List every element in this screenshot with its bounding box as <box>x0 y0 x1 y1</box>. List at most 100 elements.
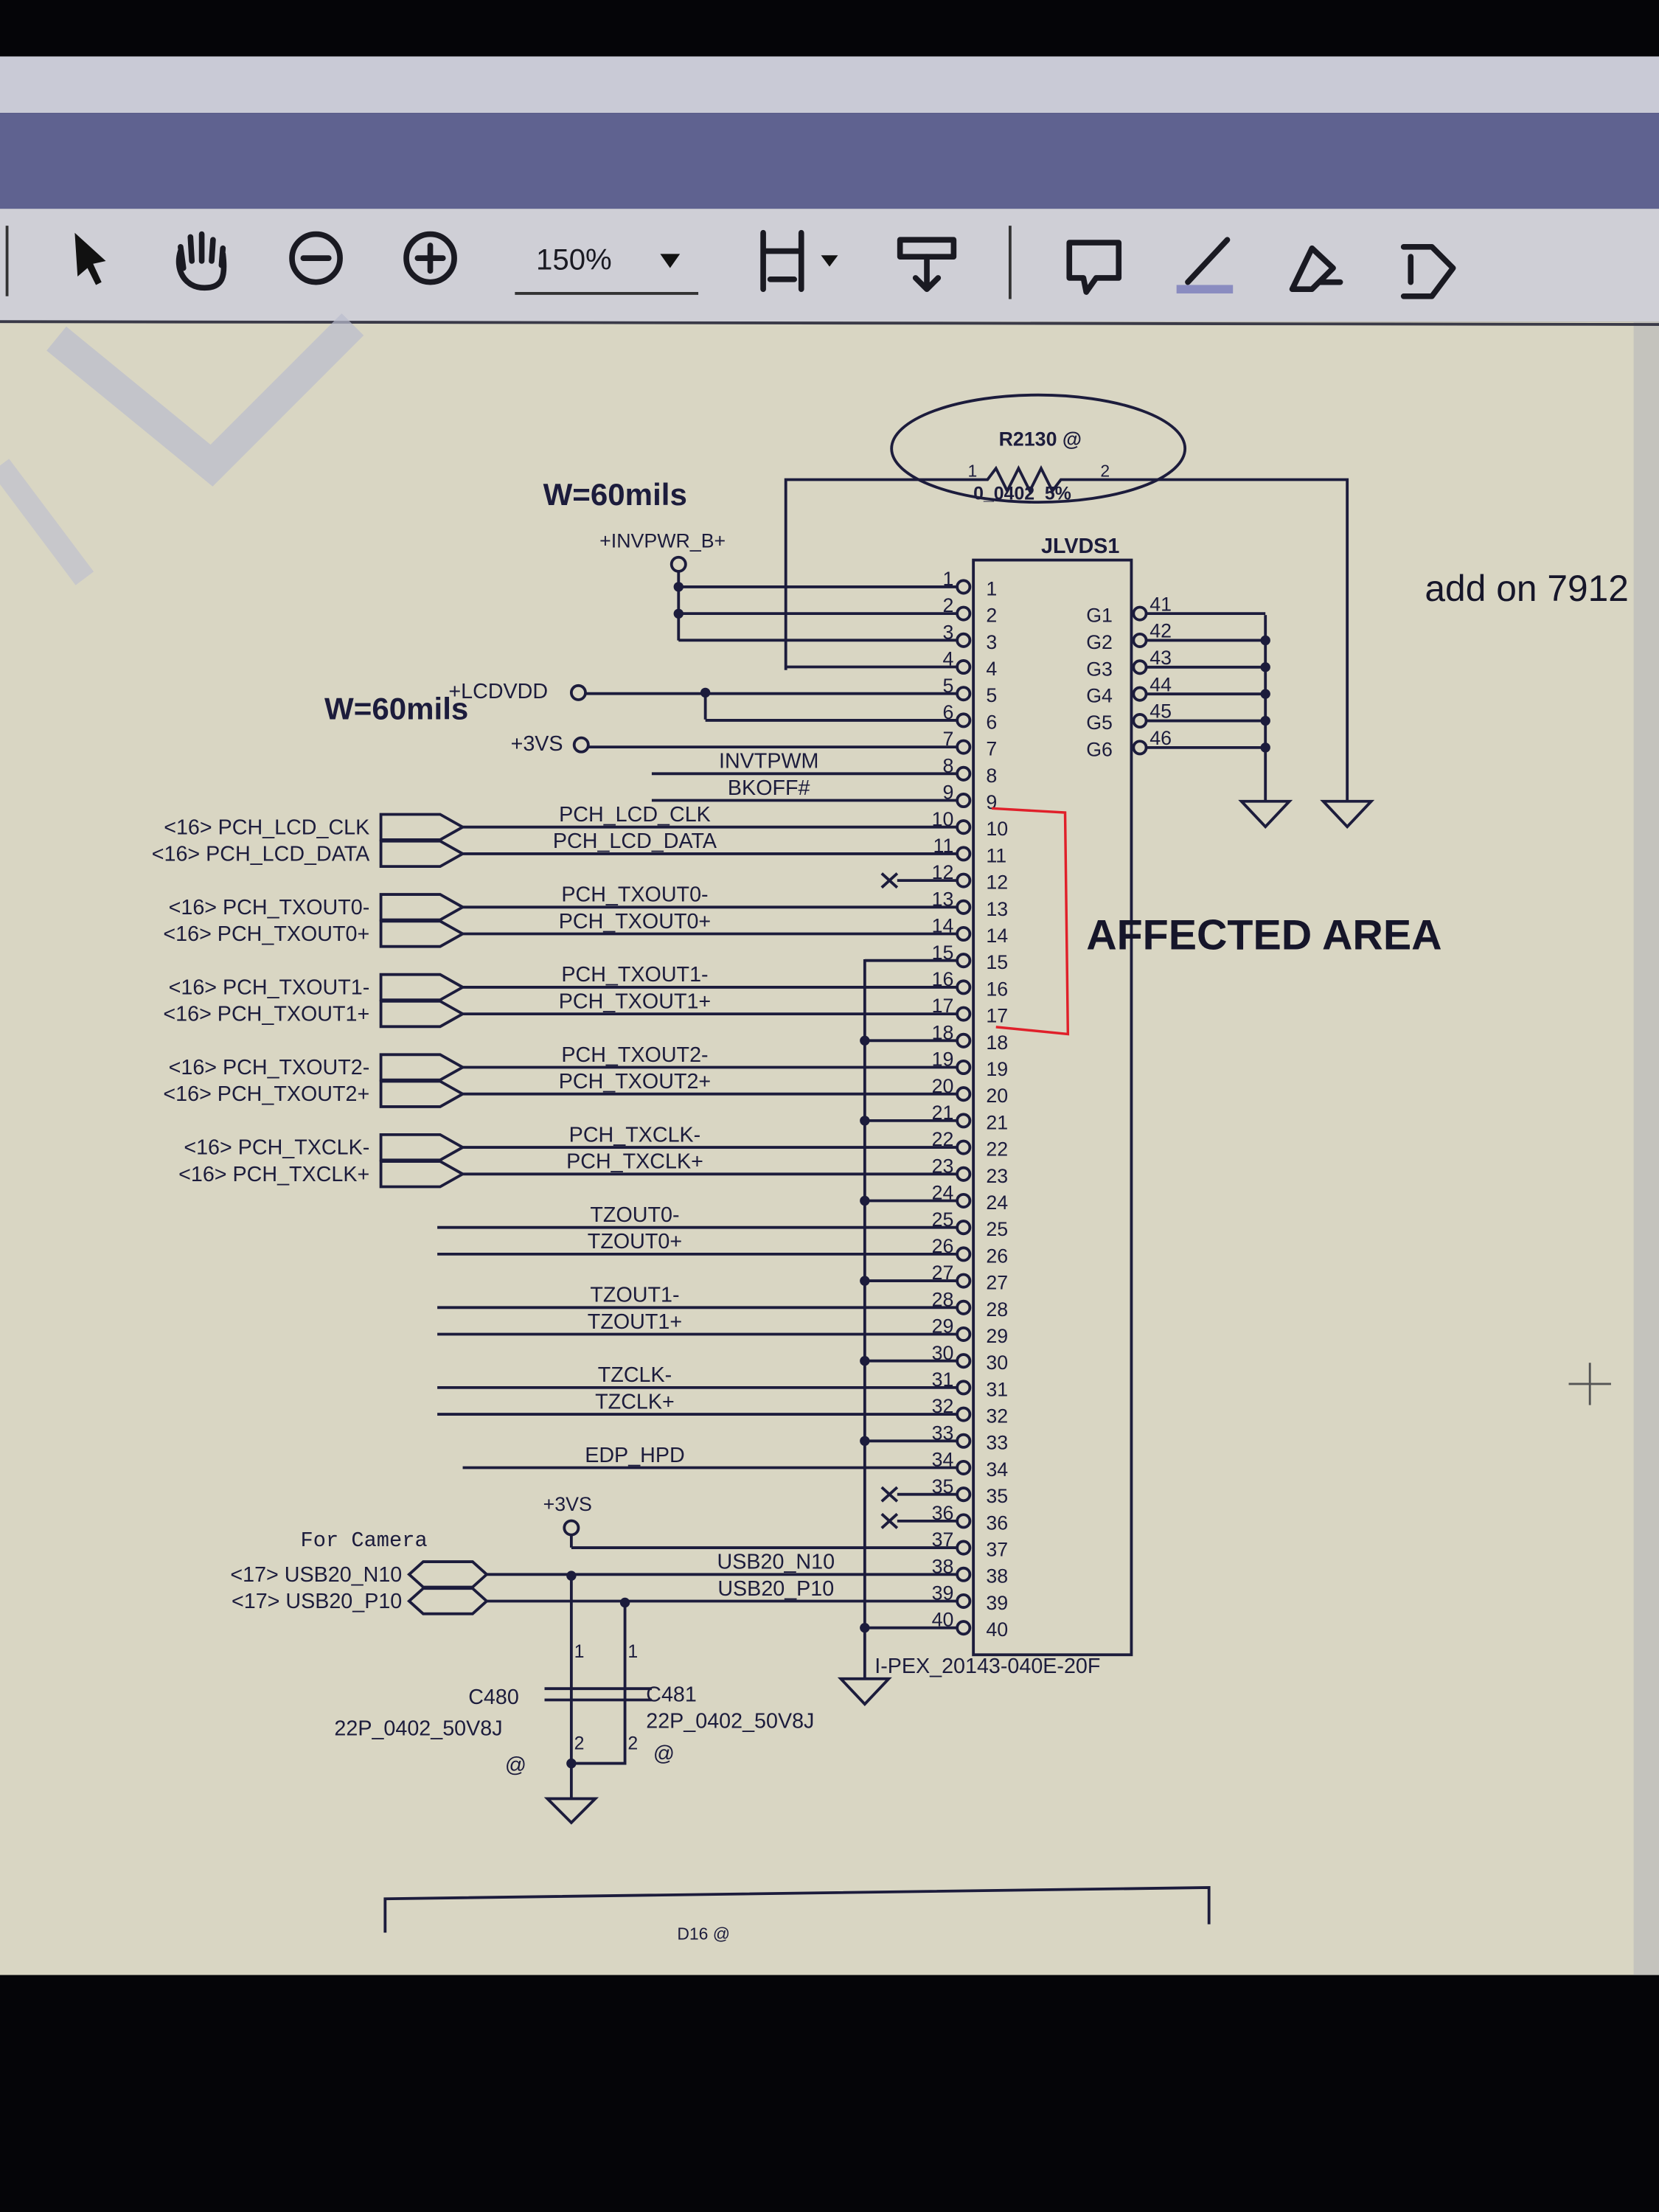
port-label: <16> PCH_TXCLK- <box>184 1136 369 1160</box>
pin-number-outer: 2 <box>942 594 953 616</box>
pin-number: 28 <box>986 1298 1008 1321</box>
pin-number-outer: 31 <box>932 1368 954 1391</box>
pin-number-outer: 9 <box>942 782 953 804</box>
pin-number-outer: 38 <box>932 1555 954 1577</box>
pin-circle-icon <box>956 1086 972 1102</box>
fill-and-sign-icon[interactable] <box>1400 243 1456 299</box>
vertical-scrollbar[interactable] <box>1633 321 1659 1975</box>
pin-number-outer: 20 <box>932 1075 954 1097</box>
offpage-port[interactable]: <16> PCH_LCD_DATA <box>152 839 466 869</box>
pin-circle-icon <box>956 1273 972 1289</box>
pin-number-outer: 28 <box>932 1288 954 1310</box>
scrolling-mode-icon[interactable] <box>897 237 957 293</box>
comment-icon[interactable] <box>1066 240 1122 295</box>
pin-number-outer: 3 <box>942 621 953 643</box>
offpage-port[interactable]: <16> PCH_TXOUT0+ <box>163 919 466 948</box>
pin-number: 24 <box>986 1192 1008 1214</box>
pin-number: 32 <box>986 1405 1008 1427</box>
offpage-port[interactable]: <16> PCH_LCD_CLK <box>164 813 466 841</box>
offpage-port[interactable]: <16> PCH_TXOUT0- <box>169 893 466 922</box>
pin-circle-icon <box>956 1299 972 1315</box>
ground-icon <box>543 1797 599 1825</box>
net-labels: INVTPWMBKOFF#PCH_LCD_CLKPCH_LCD_DATAPCH_… <box>553 750 835 1601</box>
width-note: W=60mils <box>543 477 687 512</box>
pin-number-outer: 25 <box>932 1208 954 1231</box>
highlight-pen-icon[interactable] <box>1176 237 1234 293</box>
v3vs-label: +3VS <box>511 732 563 756</box>
pin-number: 31 <box>986 1378 1008 1400</box>
add-note: add on 7912 <box>1425 568 1629 609</box>
ground-icon <box>1238 799 1293 829</box>
cap-value: 22P_0402_50V8J <box>334 1717 502 1740</box>
net-label: TZOUT0+ <box>588 1230 682 1253</box>
pin-circle-icon <box>956 872 972 888</box>
cap-pin: 2 <box>627 1733 638 1753</box>
pin-number-outer: 6 <box>942 701 953 723</box>
connector-pin: 32 32 <box>437 1395 1008 1427</box>
net-label: PCH_TXOUT0- <box>561 883 708 907</box>
port-arrow-icon <box>379 1160 466 1189</box>
port-label: <16> PCH_LCD_DATA <box>152 842 370 866</box>
connector-body <box>972 558 1133 1657</box>
pin-number: 40 <box>986 1618 1008 1641</box>
port-label: <16> PCH_TXOUT2+ <box>163 1082 369 1106</box>
sign-icon[interactable] <box>1289 245 1343 293</box>
net-label: TZCLK+ <box>595 1390 675 1413</box>
hand-tool-icon[interactable] <box>175 231 227 291</box>
pin-number: 33 <box>986 1432 1008 1454</box>
pin-number: 12 <box>986 872 1008 894</box>
offpage-port[interactable]: <16> PCH_TXOUT1+ <box>163 999 466 1029</box>
pin-number-outer: 29 <box>932 1315 954 1338</box>
port-label: <16> PCH_TXOUT1+ <box>163 1003 369 1026</box>
port-label: <16> PCH_TXOUT2- <box>169 1056 370 1079</box>
pin-number-outer: 39 <box>932 1582 954 1604</box>
port-arrow-icon <box>379 839 466 869</box>
ground-pin-name: G3 <box>1086 658 1113 680</box>
pin-circle-icon <box>956 1353 972 1369</box>
offpage-port[interactable]: <17> USB20_N10 <box>230 1560 489 1589</box>
pin-number: 38 <box>986 1565 1008 1587</box>
offpage-port[interactable]: <16> PCH_TXOUT1- <box>169 973 466 1002</box>
pin-number-outer: 7 <box>942 728 953 750</box>
pin-circle-icon <box>956 1433 972 1449</box>
zoom-level-dropdown[interactable]: 150% <box>515 243 699 295</box>
cap-value: 22P_0402_50V8J <box>646 1710 814 1733</box>
pin-number-outer: 32 <box>932 1395 954 1417</box>
zoom-in-icon[interactable] <box>403 231 457 285</box>
net-label: PCH_TXOUT0+ <box>559 910 711 933</box>
select-tool-arrow-icon[interactable] <box>74 232 106 285</box>
pin-number-outer: 26 <box>932 1235 954 1257</box>
fit-page-icon[interactable] <box>760 229 838 293</box>
offpage-port[interactable]: <16> PCH_TXCLK+ <box>178 1160 466 1189</box>
offpage-port[interactable]: <16> PCH_TXOUT2+ <box>163 1079 466 1108</box>
pin-number-outer: 19 <box>932 1048 954 1071</box>
pin-circle-icon <box>956 953 972 969</box>
offpage-port[interactable]: <17> USB20_P10 <box>232 1587 489 1615</box>
offpage-port[interactable]: <16> PCH_TXOUT2- <box>169 1053 466 1082</box>
net-label: PCH_TXOUT1+ <box>559 990 711 1013</box>
pin-number-outer: 4 <box>942 648 953 670</box>
connector-part-number: I-PEX_20143-040E-20F <box>874 1655 1100 1678</box>
offpage-port[interactable]: <16> PCH_TXCLK- <box>184 1133 466 1162</box>
pin-number-outer: 1 <box>942 568 953 590</box>
zoom-out-icon[interactable] <box>289 231 343 285</box>
pin-circle-icon <box>956 899 972 915</box>
pin-circle-icon <box>956 1006 972 1022</box>
ground-pin-name: G5 <box>1086 712 1113 734</box>
pin-circle-icon <box>956 712 972 728</box>
pin-number-outer: 10 <box>932 808 954 830</box>
